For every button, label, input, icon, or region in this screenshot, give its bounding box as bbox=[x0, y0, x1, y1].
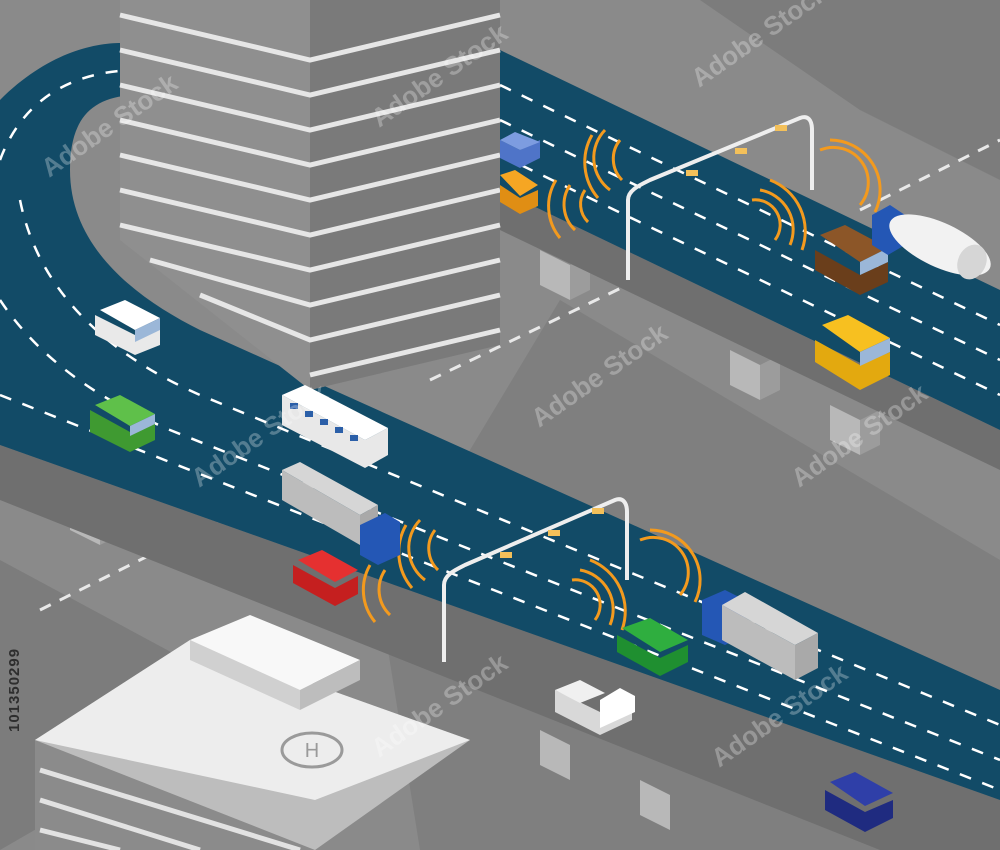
vehicle-blue-car-upper bbox=[500, 132, 540, 168]
vehicle-pickup bbox=[555, 680, 635, 735]
central-tower bbox=[119, 0, 501, 390]
vehicle-white-car bbox=[95, 300, 160, 355]
vehicle-navy-car bbox=[825, 772, 893, 832]
lower-sensor-gantry bbox=[361, 497, 702, 662]
vehicle-brown-van bbox=[815, 225, 888, 295]
vehicle-truck-right bbox=[702, 590, 818, 680]
upper-sensor-gantry bbox=[547, 115, 882, 280]
vehicle-bus bbox=[282, 385, 388, 468]
vehicle-green-car bbox=[90, 395, 155, 452]
vehicle-orange-car bbox=[500, 170, 538, 214]
helipad-building: H bbox=[35, 615, 470, 850]
helipad-circle bbox=[280, 731, 344, 769]
helipad-letter: H bbox=[305, 740, 319, 762]
main-highway-side bbox=[0, 445, 1000, 850]
vehicle-red-car bbox=[293, 550, 358, 606]
upper-overpass-side bbox=[500, 190, 1000, 470]
vehicle-truck-left bbox=[282, 462, 400, 565]
vehicle-yellow-van bbox=[815, 315, 890, 390]
stock-id-label: 101350299 bbox=[6, 647, 23, 732]
upper-lane-markings bbox=[499, 83, 1000, 397]
main-lane-markings bbox=[0, 68, 1000, 792]
vehicle-tanker bbox=[872, 205, 991, 280]
ground-street-block bbox=[700, 0, 1000, 180]
vehicle-green-car-right bbox=[617, 618, 688, 676]
